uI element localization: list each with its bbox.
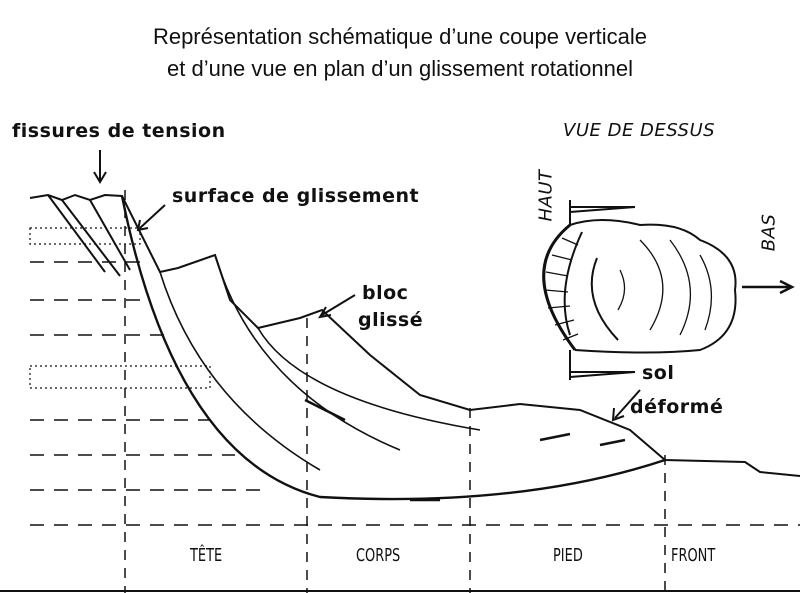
zone-corps: CORPS (356, 545, 401, 566)
label-bloc: bloc (362, 282, 409, 304)
strata-lines (30, 261, 800, 526)
zone-front: FRONT (671, 545, 716, 566)
bloc-arrow (318, 294, 356, 319)
zone-tete: TÊTE (190, 545, 223, 566)
label-surface-de-glissement: surface de glissement (172, 185, 420, 207)
plan-view (542, 200, 795, 380)
block-boundary (159, 254, 481, 471)
tension-crack (47, 194, 131, 277)
stippled-layer (29, 365, 211, 389)
label-vue-de-dessus: VUE DE DESSUS (563, 120, 716, 141)
title-line-2: et d’une vue en plan d’un glissement rot… (167, 56, 633, 81)
ground-profile (29, 193, 800, 477)
label-deforme: déformé (630, 396, 724, 418)
label-fissures-de-tension: fissures de tension (12, 120, 226, 142)
label-glisse: glissé (358, 309, 424, 331)
haut-marker (569, 200, 636, 225)
slip-surface (120, 195, 666, 501)
movement-arrows (304, 398, 626, 502)
label-sol: sol (642, 362, 675, 384)
inner-scarp (563, 231, 619, 341)
headscarp (542, 223, 577, 351)
fissures-arrow (93, 150, 107, 184)
downslope-arrow (742, 279, 795, 295)
surface-arrow (136, 204, 166, 232)
zone-dividers (124, 190, 666, 593)
slide-outline (569, 219, 737, 354)
headscarp-hatch (544, 237, 579, 341)
zone-pied: PIED (553, 545, 583, 566)
bas-marker (569, 350, 636, 380)
sol-arrow (611, 389, 641, 422)
title-line-1: Représentation schématique d’une coupe v… (152, 24, 648, 49)
flow-lines (617, 239, 713, 336)
label-haut: HAUT (535, 169, 557, 222)
label-bas: BAS (758, 213, 780, 252)
